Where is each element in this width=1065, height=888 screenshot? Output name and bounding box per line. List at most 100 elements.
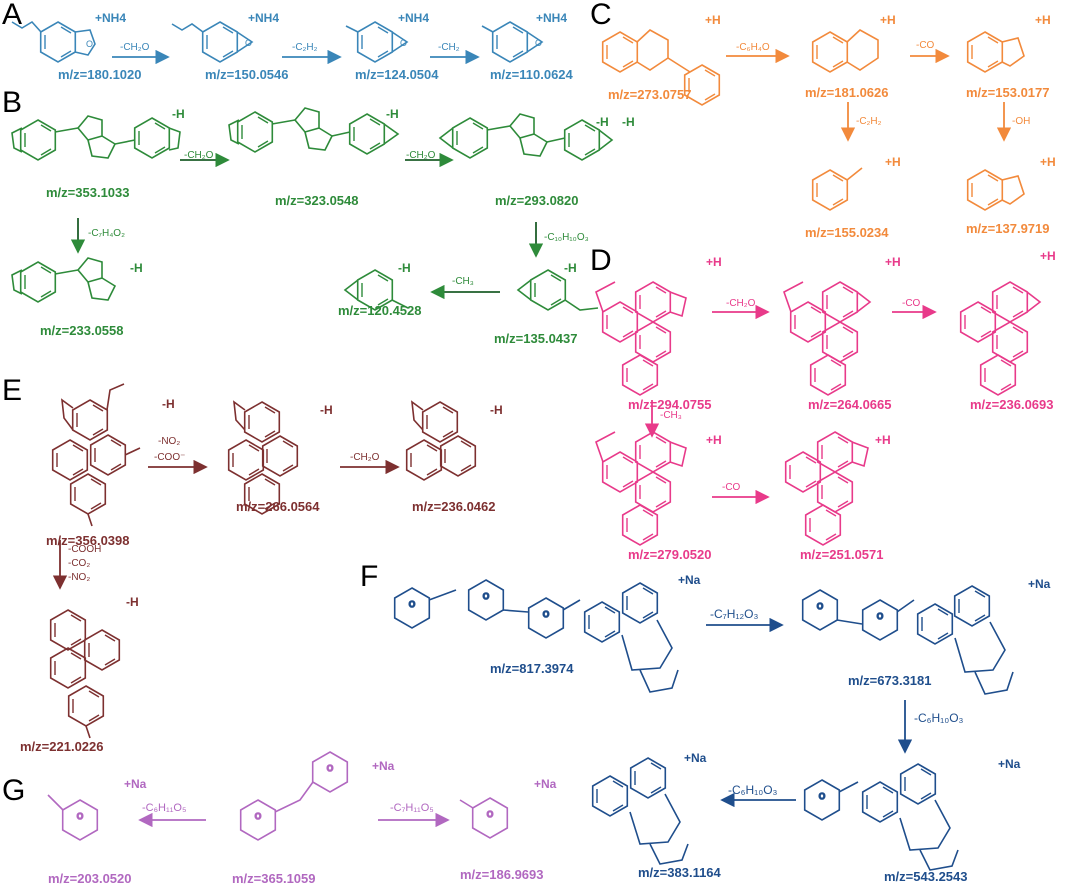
mz-label: m/z=181.0626 [805,85,889,100]
mz-label: m/z=273.0757 [608,87,692,102]
ion-label: -H [490,403,503,417]
ion-label: +NH4 [95,11,127,25]
ion-label: +H [880,13,896,27]
loss-label: -NO₂ [158,436,181,447]
ion-label: +NH4 [398,11,430,25]
panel-a-structures: O O O O [11,20,544,63]
loss-label: -NO₂ [68,572,91,583]
panel-letter-b: B [2,86,23,119]
panel-letter-f: F [360,560,379,593]
loss-label: -CH₂O [120,42,150,53]
ion-label: +Na [998,757,1021,771]
mz-label: m/z=233.0558 [40,323,124,338]
ion-label: -H [320,403,333,417]
ion-label: +H [1040,249,1056,263]
svg-text:O: O [535,38,542,48]
loss-label: -C₆H₁₀O₃ [914,711,964,725]
loss-label: -CH₂O [184,150,214,161]
mz-label: m/z=365.1059 [232,871,316,886]
panel-b-structures [11,107,614,311]
mz-label: m/z=264.0665 [808,397,892,412]
mz-label: m/z=236.0693 [970,397,1054,412]
ion-label: -H [130,261,143,275]
mz-label: m/z=221.0226 [20,739,104,754]
panel-f-structures [393,579,1014,871]
loss-label: -CO₂ [68,558,91,569]
mz-label: m/z=124.0504 [355,67,439,82]
ion-label: -H [162,397,175,411]
ion-label: +Na [1028,577,1051,591]
mz-label: m/z=110.0624 [490,67,573,82]
svg-text:O: O [86,39,93,49]
loss-label: -CH₂O [726,298,756,309]
panel-letter-c: C [590,0,612,31]
panel-d-arrows [644,304,937,505]
ion-label: -H [398,261,411,275]
ion-label: -H [622,115,635,129]
ion-label: -H [596,115,609,129]
mz-label: m/z=356.0398 [46,533,130,548]
mz-label: m/z=155.0234 [805,225,889,240]
panel-letter-d: D [590,244,612,277]
loss-label: -OH [1012,116,1031,127]
ion-label: -H [126,595,139,609]
loss-label: -C₇H₁₁O₅ [390,802,434,814]
loss-label: -C₆H₄O [736,42,770,53]
mz-label: m/z=180.1020 [58,67,142,82]
mz-label: m/z=153.0177 [966,85,1050,100]
ion-label: -H [172,107,185,121]
mz-label: m/z=135.0437 [494,331,578,346]
mz-label: m/z=150.0546 [205,67,289,82]
ion-label: -H [386,107,399,121]
ion-label: +H [1035,13,1051,27]
panel-letter-a: A [2,0,23,31]
mz-label: m/z=279.0520 [628,547,712,562]
ion-label: -H [564,261,577,275]
panel-b-arrows [70,152,544,300]
loss-label: -CH₂O [350,452,380,463]
panel-f-arrows [706,617,913,808]
mz-label: m/z=383.1164 [638,865,721,880]
loss-label: -C₂H₂ [292,42,318,53]
mz-label: m/z=251.0571 [800,547,884,562]
loss-label: -C₁₀H₁₀O₃ [544,232,589,243]
mz-label: m/z=293.0820 [495,193,579,208]
loss-label: -CH₃ [452,276,474,287]
loss-label: -CO [902,298,921,309]
loss-label: -C₇H₄O₂ [88,228,125,239]
mz-label: m/z=137.9719 [966,221,1050,236]
loss-label: -CH₃ [660,410,682,421]
ion-label: +NH4 [248,11,280,25]
loss-label: -CH₂ [438,42,460,53]
ion-label: +H [885,155,901,169]
svg-text:O: O [245,38,252,48]
loss-label: -COO⁻ [154,452,186,463]
mz-label: m/z=236.0462 [412,499,496,514]
panel-c-structures [601,29,1025,211]
mz-label: m/z=120.4528 [338,303,422,318]
ion-label: +H [706,433,722,447]
panel-letter-g: G [2,774,26,807]
mz-label: m/z=673.3181 [848,673,932,688]
loss-label: -C₂H₂ [856,116,882,127]
panel-e-arrows [52,459,400,590]
svg-text:O: O [400,38,407,48]
panel-e-structures [49,383,477,739]
mz-label: m/z=323.0548 [275,193,359,208]
ion-label: +Na [534,777,557,791]
loss-label: -COOH [68,544,102,555]
loss-label: -CO [916,40,935,51]
mz-label: m/z=353.1033 [46,185,130,200]
ion-label: +Na [372,759,395,773]
mz-label: m/z=266.0564 [236,499,320,514]
ion-label: +Na [678,573,701,587]
loss-label: -C₆H₁₁O₅ [142,802,187,814]
loss-label: -CO [722,482,741,493]
ion-label: +H [885,255,901,269]
mz-label: m/z=186.9693 [460,867,544,882]
loss-label: -CH₂O [406,150,436,161]
panel-letter-e: E [2,374,23,407]
ion-label: +Na [684,751,707,765]
